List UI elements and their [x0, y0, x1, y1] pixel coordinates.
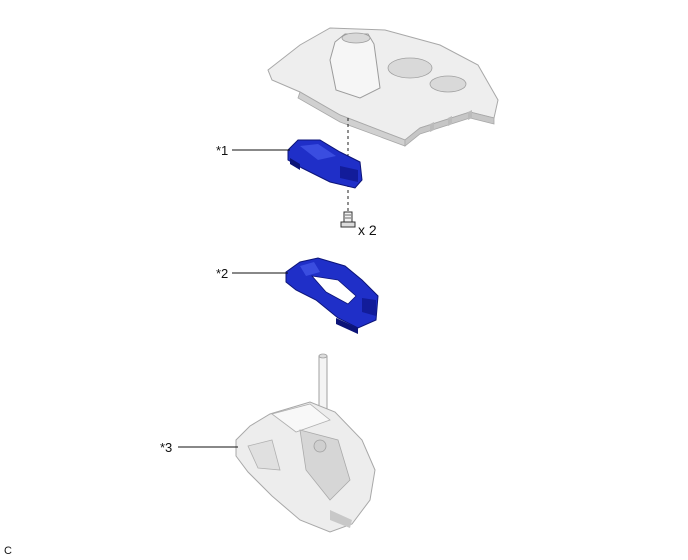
- callout-2-label: *2: [216, 266, 228, 281]
- callout-3-label: *3: [160, 440, 172, 455]
- part-3-shift-lever-assembly: [235, 353, 376, 533]
- part-2-frame: [285, 257, 379, 334]
- upper-console-panel: [267, 27, 499, 147]
- screw-icon: [340, 211, 356, 228]
- callout-1-label: *1: [216, 143, 228, 158]
- figure-corner-code: C: [4, 545, 12, 557]
- part-1-bracket: [287, 139, 363, 189]
- screw-quantity: x 2: [358, 222, 377, 238]
